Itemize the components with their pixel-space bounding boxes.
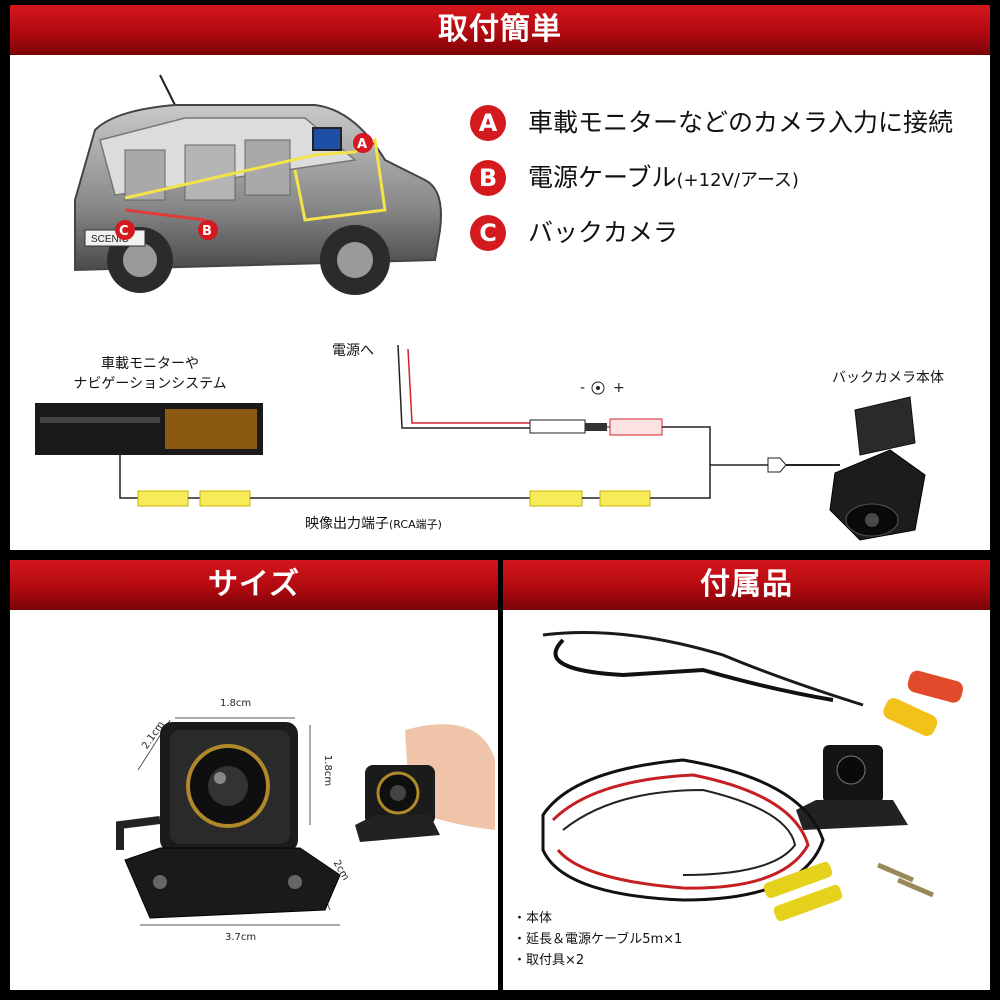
monitor-label-line2: ナビゲーションシステム [73, 376, 227, 392]
monitor-image [35, 403, 263, 455]
accessories-panel: 付属品 ・本体 ・延長＆電源ケーブル5m×1 ・取付具×2 [503, 560, 990, 990]
monitor-label-line1: 車載モニターや [101, 356, 199, 372]
power-symbol-plus: + [613, 380, 625, 396]
camera-body-image [829, 396, 926, 541]
dimension-width-top: 1.8cm [220, 698, 252, 709]
wiring-diagram: - + 車載モニターや ナビゲーションシステム 電源へ バックカメラ本体 映像出… [10, 325, 990, 550]
car-plate-text: SCENIC [91, 234, 129, 245]
dimension-height: 1.8cm [322, 754, 334, 787]
video-output-label-note: (RCA端子) [389, 518, 442, 531]
legend-text-b: 電源ケーブル(+12V/アース) [528, 160, 799, 199]
accessory-item: ・延長＆電源ケーブル5m×1 [513, 932, 683, 947]
size-banner: サイズ [10, 560, 498, 610]
accessory-item: ・本体 [513, 911, 553, 926]
dimension-bracket-width: 3.7cm [225, 932, 257, 943]
video-output-label-main: 映像出力端子 [305, 516, 389, 532]
badge-b: B [470, 160, 506, 196]
camera-body-label: バックカメラ本体 [832, 370, 944, 386]
legend-text-b-note: (+12V/アース) [676, 170, 799, 191]
accessory-list: ・本体 ・延長＆電源ケーブル5m×1 ・取付具×2 [513, 908, 682, 971]
car-marker-c: C [119, 224, 129, 239]
size-panel: サイズ 1.8cm 2.1cm 1.8cm 2cm 3.7cm [10, 560, 498, 990]
car-cutaway-illustration: SCENIC A B C [74, 74, 442, 295]
legend-text-b-main: 電源ケーブル [528, 163, 677, 192]
accessories-illustration [541, 631, 964, 922]
camera-size-illustration [116, 717, 495, 926]
legend-text-c: バックカメラ [528, 218, 679, 247]
car-marker-b: B [202, 224, 212, 239]
accessory-item: ・取付具×2 [513, 953, 585, 968]
install-banner: 取付簡単 [10, 5, 990, 55]
badge-c: C [470, 215, 506, 251]
power-label: 電源へ [332, 343, 374, 359]
accessories-banner: 付属品 [503, 560, 990, 610]
wiring-diagram-svg: - + [35, 344, 926, 541]
car-marker-a: A [357, 137, 367, 152]
power-symbol-minus: - [580, 380, 585, 396]
legend-text-a: 車載モニターなどのカメラ入力に接続 [528, 108, 954, 137]
monitor-label: 車載モニターや ナビゲーションシステム [55, 353, 245, 393]
video-output-label: 映像出力端子(RCA端子) [305, 513, 442, 533]
badge-a: A [470, 105, 506, 141]
install-panel: 取付簡単 SCENIC A B C [10, 5, 990, 550]
